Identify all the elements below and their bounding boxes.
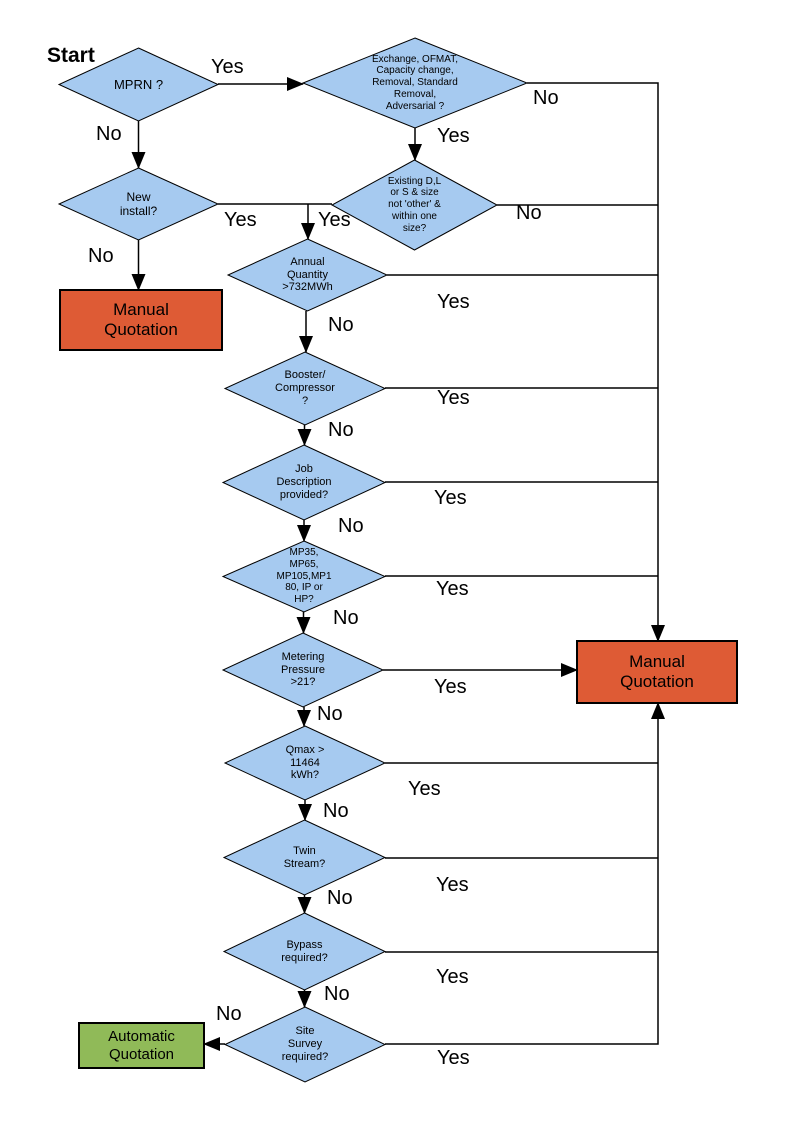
edge-label-new-install-yes: Yes [224,209,257,231]
edge-label-metering-yes: Yes [434,676,467,698]
decision-mp-tier-label: MP35, MP65, MP105,MP1 80, IP or HP? [276,547,332,606]
edge-label-annual-yes: Yes [437,291,470,313]
decision-annual-quantity-shape [226,238,389,312]
edge-label-bypass-yes: Yes [436,966,469,988]
edge-label-existing-yes: Yes [318,209,351,231]
manual-quotation-right-box [576,640,738,704]
edge-label-metering-no: No [317,703,343,725]
edge-label-qmax-no: No [323,800,349,822]
edge-label-booster-yes: Yes [437,387,470,409]
decision-existing-size-label: Existing D,L or S & size not 'other' & w… [387,175,442,234]
decision-qmax-label: Qmax > 11464 kWh? [285,743,325,782]
decision-mp-tier-shape [221,540,387,613]
decision-exchange-shape [301,37,529,129]
decision-metering-pressure-label: Metering Pressure >21? [280,650,326,689]
edge-label-site-no: No [216,1003,242,1025]
decision-existing-size-shape [330,159,499,251]
edge-label-site-yes: Yes [437,1047,470,1069]
decision-booster-shape [223,351,387,426]
decision-exchange-label: Exchange, OFMAT, Capacity change, Remova… [372,53,458,112]
edge-label-job-yes: Yes [434,487,467,509]
decision-new-install-shape [57,167,220,241]
start-label: Start [47,44,95,67]
edge-label-annual-no: No [328,314,354,336]
decision-mprn-label: MPRN ? [113,76,164,92]
decision-twin-stream-shape [222,819,387,896]
edge-label-exchange-yes: Yes [437,125,470,147]
connector-exchange-no [527,82,665,642]
edge-label-booster-no: No [328,419,354,441]
edge-label-twin-no: No [327,887,353,909]
automatic-quotation-box [78,1022,205,1069]
edge-label-mprn-no: No [96,123,122,145]
decision-qmax-shape [223,725,387,801]
decision-site-survey-label: Site Survey required? [281,1025,329,1063]
decision-booster-label: Booster/ Compressor ? [275,369,335,407]
edge-label-job-no: No [338,515,364,537]
connector-site-yes [385,702,665,1045]
edge-label-mp-yes: Yes [436,578,469,600]
edge-label-bypass-no: No [324,983,350,1005]
decision-metering-pressure-shape [221,632,385,708]
manual-quotation-left-label: Manual Quotation [104,299,178,339]
decision-annual-quantity-label: Annual Quantity >732MWh [282,255,333,294]
automatic-quotation-label: Automatic Quotation [108,1027,175,1063]
decision-job-description-label: Job Description provided? [276,463,332,501]
manual-quotation-left-box [59,289,223,351]
decision-twin-stream-label: Twin Stream? [283,844,326,870]
decision-bypass-shape [222,912,387,991]
decision-bypass-label: Bypass required? [281,938,328,964]
edge-label-existing-no: No [516,202,542,224]
edge-label-exchange-no: No [533,87,559,109]
edge-label-new-install-no: No [88,245,114,267]
edge-label-mprn-yes: Yes [211,56,244,78]
edge-label-mp-no: No [333,607,359,629]
edge-label-twin-yes: Yes [436,874,469,896]
decision-job-description-shape [221,444,387,521]
manual-quotation-right-label: Manual Quotation [620,651,694,691]
decision-mprn-shape [57,47,220,122]
edge-label-qmax-yes: Yes [408,778,441,800]
decision-new-install-label: New install? [119,189,158,218]
decision-site-survey-shape [223,1006,387,1083]
